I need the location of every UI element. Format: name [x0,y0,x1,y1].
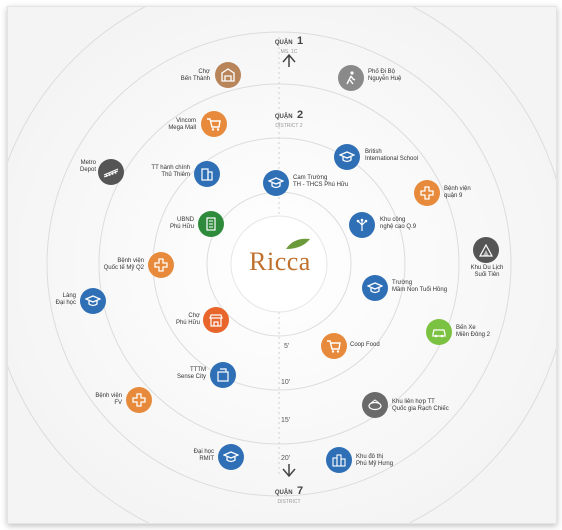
ricca-logo: Ricca [238,238,322,277]
ring-label-15: 15' [281,417,291,424]
graduation-cap-icon [80,288,106,314]
market-icon [215,62,241,88]
leaf-icon [286,238,310,249]
ring-20 [46,31,512,497]
shopping-cart-icon [201,111,227,137]
graduation-cap-icon [218,444,244,470]
ring-label-20: 20' [281,455,291,462]
market-stall-icon [203,307,229,333]
ring-label-10: 10' [281,379,291,386]
landmark-photo-icon [473,237,499,263]
shopping-cart-icon [321,333,347,359]
graduation-cap-icon [362,275,388,301]
arrow-up-icon [282,53,296,67]
tech-tree-icon [349,212,375,238]
graduation-cap-icon [263,170,289,196]
stadium-photo-icon [362,392,388,418]
poi-label-coop: Coop Food [350,342,380,348]
building-icon [194,161,220,187]
mall-building-icon [210,362,236,388]
hospital-cross-icon [126,387,152,413]
district-7-label: QUẬN 7 DISTRICT [274,485,304,505]
walking-icon [338,65,364,91]
car-icon [426,319,452,345]
ring-label-5: 5' [284,343,290,350]
hospital-cross-icon [148,252,174,278]
office-building-icon [198,211,224,237]
hospital-cross-icon [414,180,440,206]
graduation-cap-icon [334,144,360,170]
rail-track-icon [98,159,124,185]
ring-map [8,7,556,523]
city-buildings-icon [326,447,352,473]
diagram-frame: Ricca QUẬN 1 MS. 1C QUẬN 2 DISTRICT 2 QU… [7,6,557,524]
district-2-label: QUẬN 2 DISTRICT 2 [274,109,304,129]
district-1-label: QUẬN 1 MS. 1C [274,35,304,55]
arrow-down-icon [282,464,296,478]
